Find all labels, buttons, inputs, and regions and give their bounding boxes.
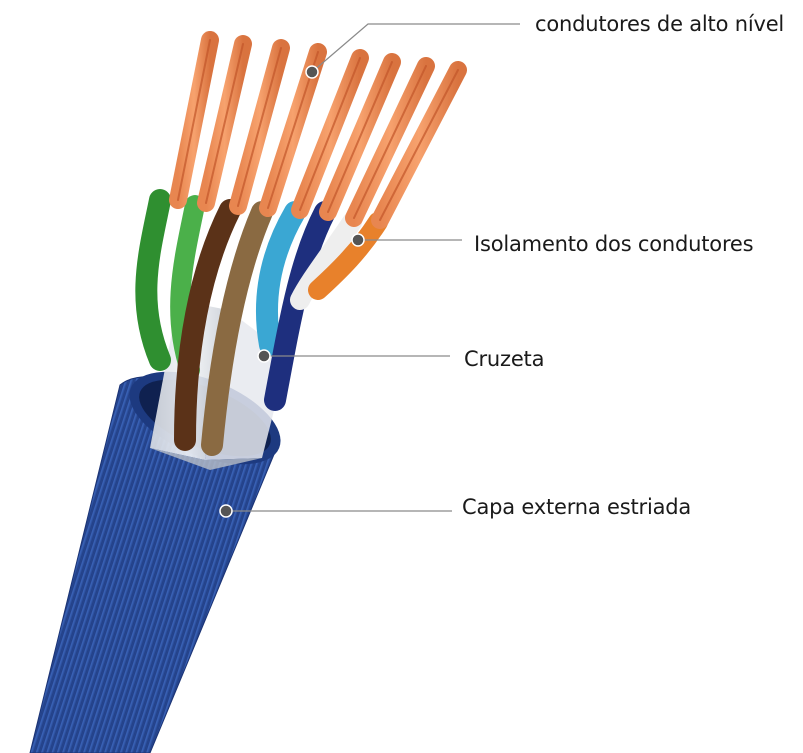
dot-spline	[258, 350, 270, 362]
label-conductors: condutores de alto nível	[535, 12, 784, 36]
wire-green-1	[146, 200, 160, 360]
dot-conductors	[306, 66, 318, 78]
leader-conductors	[312, 24, 520, 72]
dot-jacket	[220, 505, 232, 517]
label-insulation: Isolamento dos condutores	[474, 232, 753, 256]
label-spline: Cruzeta	[464, 347, 544, 371]
label-jacket: Capa externa estriada	[462, 495, 691, 519]
dot-insulation	[352, 234, 364, 246]
